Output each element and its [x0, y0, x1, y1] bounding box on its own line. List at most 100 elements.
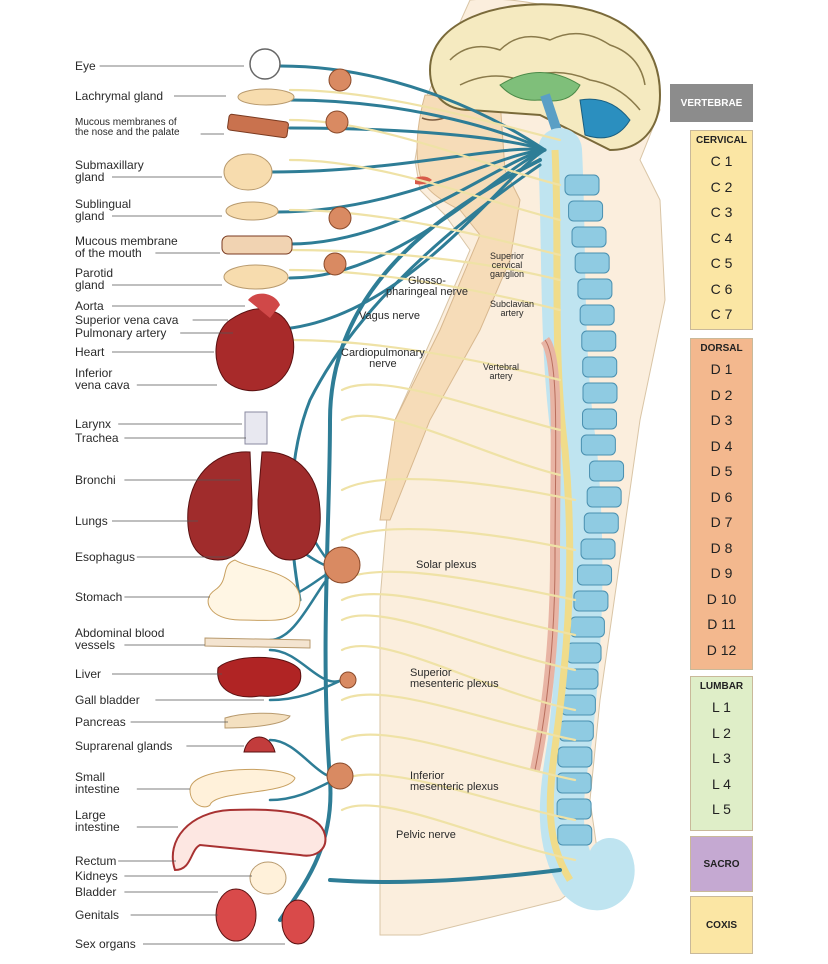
label-stomach: Stomach	[75, 590, 123, 604]
large-intestine-organ	[171, 808, 327, 872]
vertebrae-group-title: CERVICAL	[696, 135, 747, 146]
vertebral-label: Vertebral artery	[483, 362, 520, 381]
vertebra-block	[581, 330, 617, 352]
sympathetic-nerve-5	[288, 268, 562, 312]
vertebrae-group-title: SACRO	[703, 858, 740, 870]
organ-branch-5	[268, 678, 344, 702]
vertebra-block	[560, 694, 596, 716]
spine	[530, 128, 635, 911]
superior-cervical-label: Superior cervical ganglion	[490, 251, 525, 279]
vertebra-label: C 7	[710, 306, 733, 322]
label-mucous-mouth: Mucous membrane of the mouth	[75, 234, 178, 260]
vertebra-label: D 5	[710, 463, 733, 479]
vertebra-block	[582, 408, 618, 430]
cranial-nerve-4	[276, 148, 547, 214]
sympathetic-nerve-10	[340, 528, 577, 552]
vertebra-block	[569, 616, 605, 638]
subclavian-label: Subclavian artery	[490, 299, 535, 318]
glossopharyngeal-label: Glosso- pharingeal nerve	[386, 275, 468, 298]
ganglia	[323, 68, 361, 790]
cranial-nerve-1	[288, 98, 547, 152]
label-large-intestine: Large intestine	[75, 808, 120, 834]
vertebra-label: L 2	[712, 724, 731, 741]
label-parotid: Parotid gland	[75, 266, 114, 292]
liver-organ	[217, 656, 302, 698]
sympathetic-nerve-11	[340, 570, 577, 602]
vertebrae-header: VERTEBRAE	[670, 84, 753, 122]
vertebra-block	[563, 668, 599, 690]
label-superior-vena-cava: Superior vena cava	[75, 313, 179, 327]
vertebra-label: C 6	[710, 280, 733, 297]
kidney-organ	[249, 861, 287, 895]
label-eye: Eye	[75, 59, 96, 73]
label-mucous-nose: Mucous membranes of the nose and the pal…	[75, 117, 180, 138]
cranial-nerve-3	[270, 147, 547, 174]
vertebra-block	[577, 564, 613, 586]
vertebrae-group-coxis: COXIS	[690, 896, 753, 954]
pancreas-organ	[224, 712, 291, 729]
label-lachrymal: Lachrymal gland	[75, 89, 164, 103]
small-intestine-organ	[189, 768, 296, 808]
vertebra-label: D 7	[710, 514, 733, 530]
vertebra-label: D 8	[710, 539, 733, 556]
label-inferior-vena-cava: Inferior vena cava	[75, 366, 130, 392]
vertebra-label: D 4	[710, 437, 733, 454]
sympathetic-nerve-4	[288, 248, 562, 282]
organ-branch-4	[268, 648, 344, 683]
vertebra-block	[574, 252, 610, 274]
heart-organ	[215, 308, 295, 392]
sympathetic-nerve-9	[340, 478, 577, 502]
lachrymal-organ	[237, 88, 295, 106]
eye-organ	[249, 48, 281, 80]
label-bronchi: Bronchi	[75, 473, 116, 487]
label-small-intestine: Small intestine	[75, 770, 120, 796]
vertebra-label: D 9	[710, 565, 733, 581]
vertebra-block	[571, 226, 607, 248]
label-abdominal-vessels: Abdominal blood vessels	[75, 626, 165, 652]
vertebrae-group-title: LUMBAR	[699, 681, 744, 692]
sympathetic-nerve-13	[340, 614, 577, 672]
vertebra-label: D 10	[706, 590, 737, 607]
vertebra-block	[557, 824, 593, 846]
vertebrae-group-title: COXIS	[705, 919, 738, 931]
vertebra-block	[580, 538, 616, 560]
label-trachea: Trachea	[75, 431, 119, 445]
genital-organ	[281, 899, 315, 945]
lung-left	[187, 451, 253, 561]
sympathetic-nerve-14	[340, 644, 577, 712]
vertebrae-group-sacro: SACRO	[690, 836, 753, 892]
vertebra-block	[568, 200, 604, 222]
vertebra-label: D 6	[710, 488, 733, 505]
abdominal-vessel-organ	[204, 637, 311, 649]
label-suprarenal: Suprarenal glands	[75, 739, 173, 753]
vertebra-label: L 5	[712, 801, 731, 817]
label-pancreas: Pancreas	[75, 715, 126, 729]
sympathetic-nerve-18	[340, 804, 577, 862]
vertebra-label: C 3	[710, 204, 733, 220]
vertebra-block	[557, 746, 593, 768]
cardiopulmonary-label: Cardiopulmonary nerve	[341, 347, 425, 370]
vertebra-block	[582, 356, 618, 378]
stomach-organ	[207, 559, 301, 621]
label-gall-bladder: Gall bladder	[75, 693, 140, 707]
vertebra-block	[577, 278, 613, 300]
vertebra-block	[564, 174, 600, 196]
vertebra-label: L 4	[712, 775, 731, 792]
vagus-label: Vagus nerve	[359, 310, 420, 322]
sympathetic-nerve-17	[340, 773, 577, 822]
label-kidneys: Kidneys	[75, 869, 118, 883]
label-esophagus: Esophagus	[75, 550, 136, 564]
sympathetic-nerve-15	[340, 693, 577, 742]
sympathetic-nerve-7	[340, 383, 562, 432]
vertebra-label: D 1	[710, 361, 733, 377]
parotid-organ	[223, 264, 289, 290]
vertebra-label: C 4	[710, 229, 733, 246]
sympathetic-nerve-16	[340, 733, 577, 782]
label-sex-organs: Sex organs	[75, 937, 136, 951]
vertebra-label: C 1	[710, 153, 733, 169]
solar-plexus-label: Solar plexus	[416, 559, 477, 571]
inferior-mesenteric-label: Inferior mesenteric plexus	[410, 770, 499, 793]
vertebra-label: L 1	[712, 699, 731, 715]
